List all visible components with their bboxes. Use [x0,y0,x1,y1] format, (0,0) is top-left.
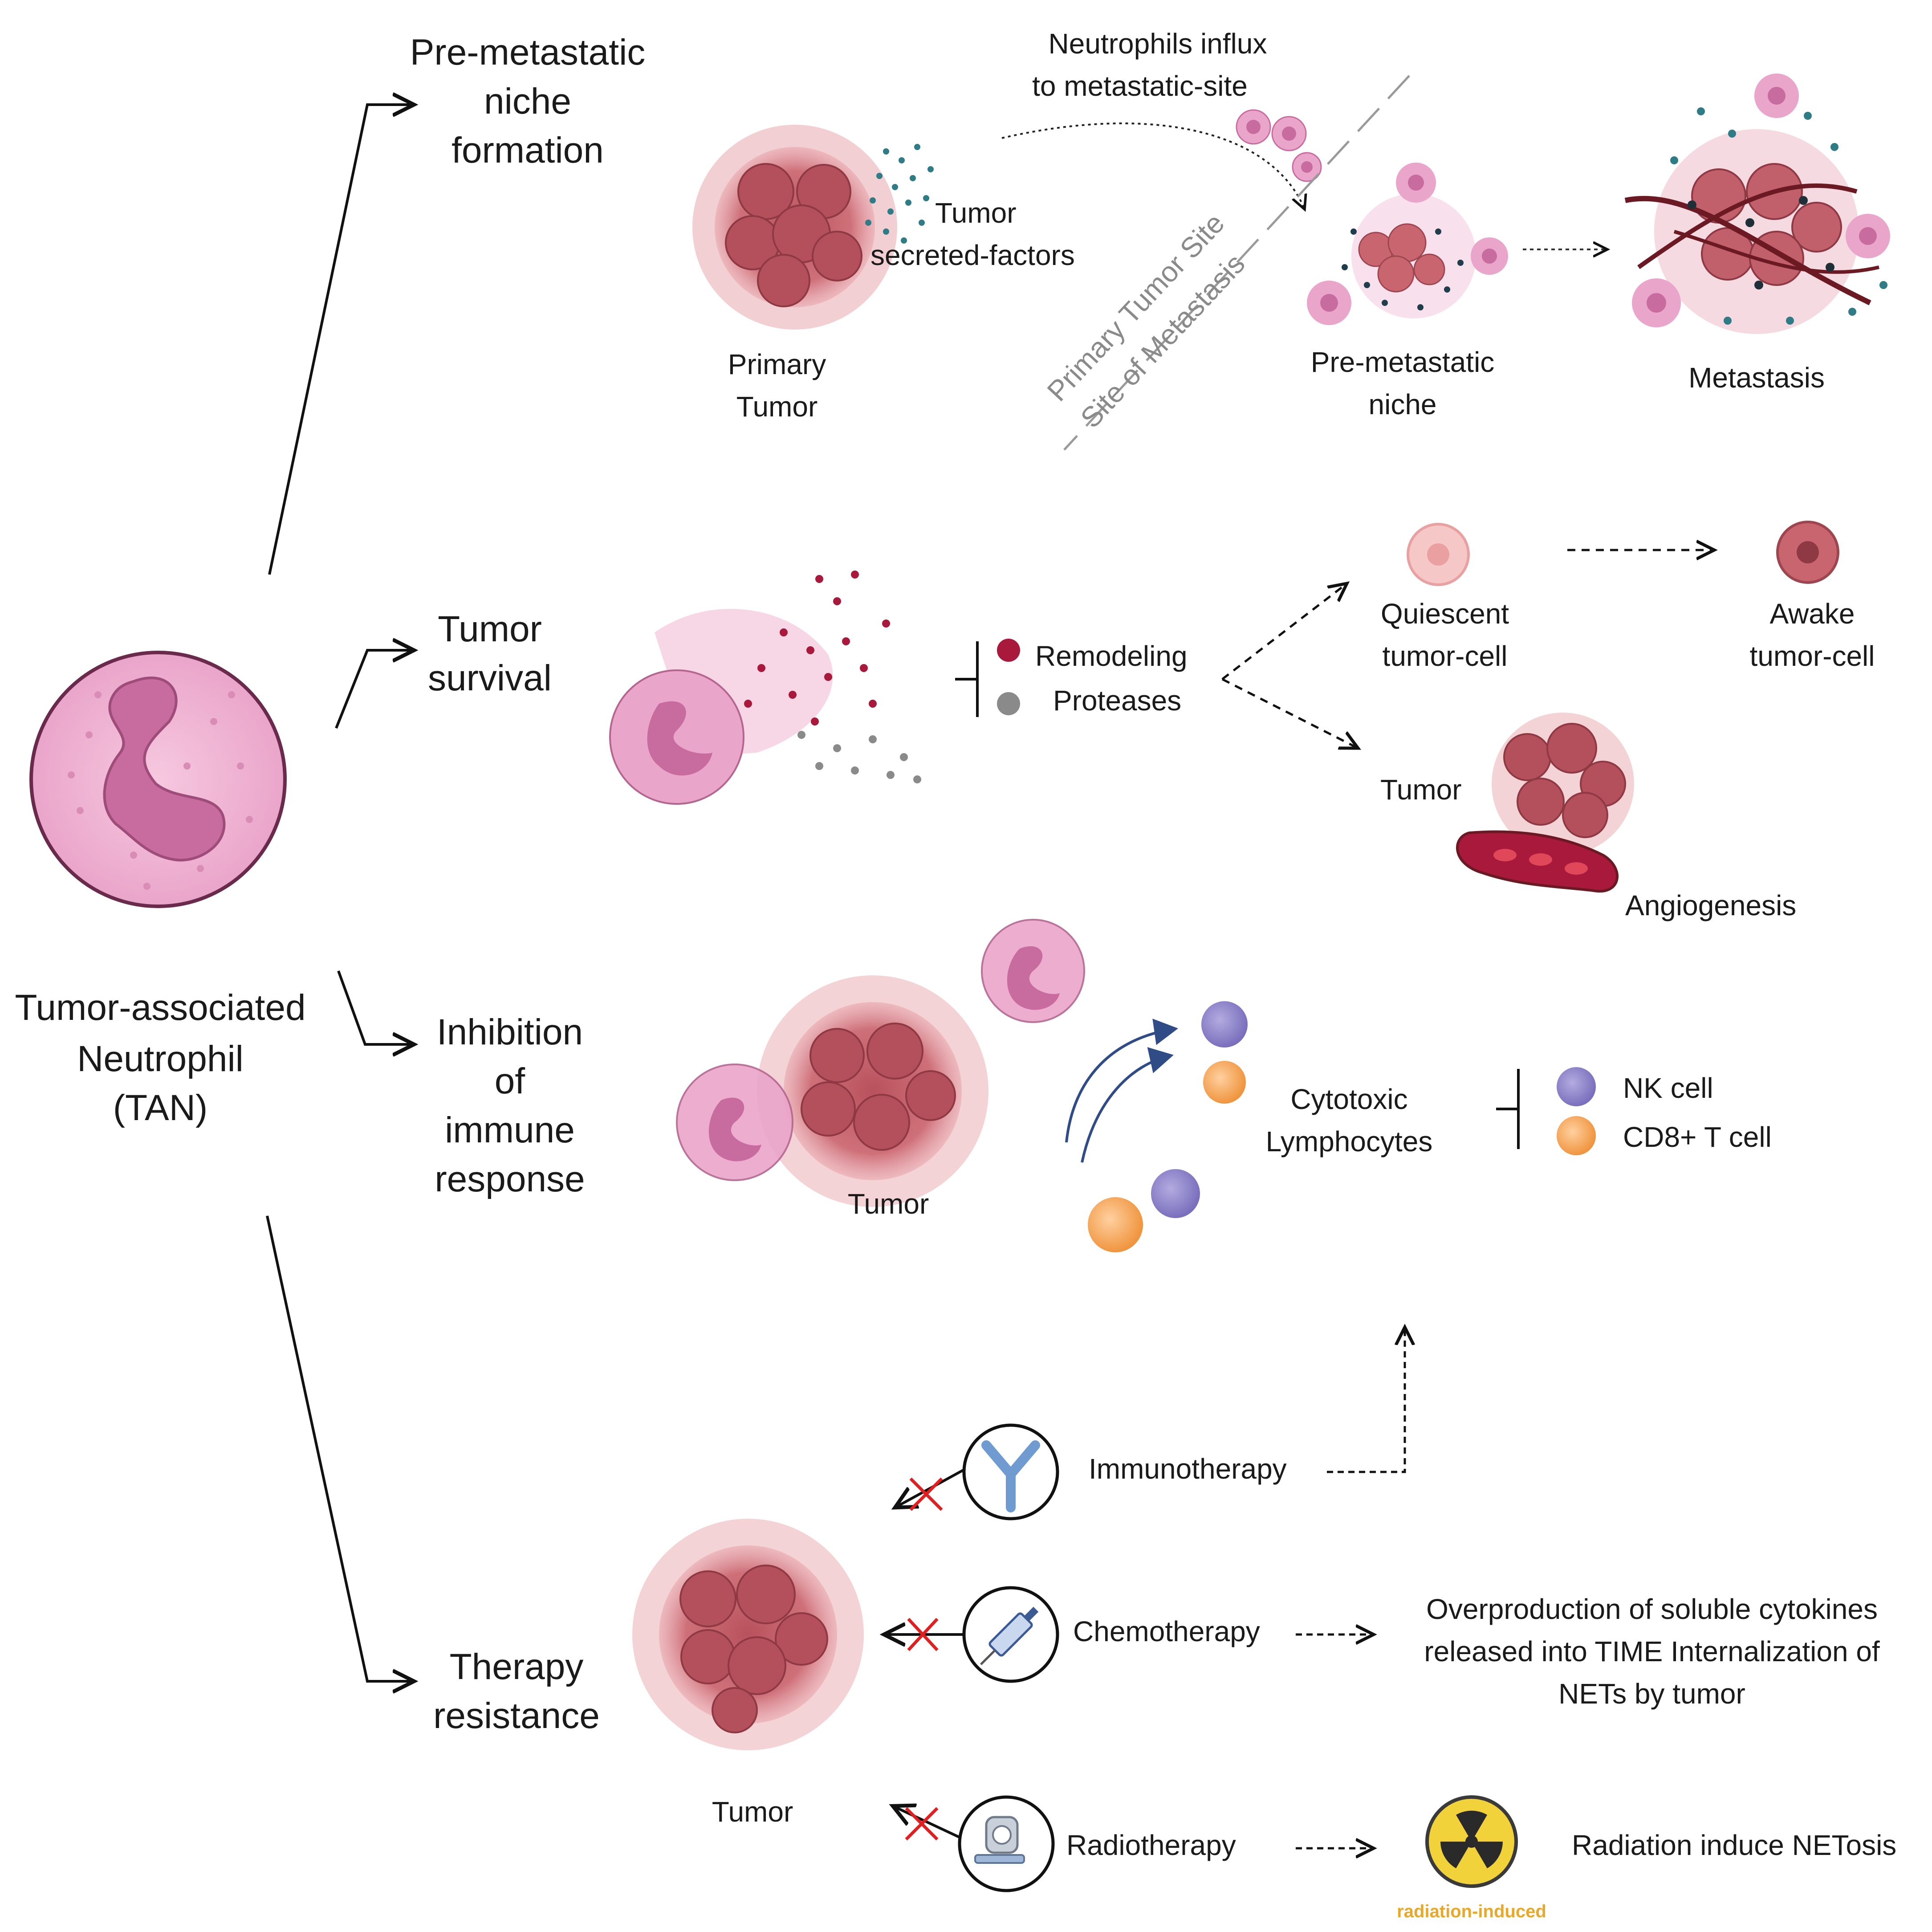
radiation-icon-caption: radiation-induced [1397,1902,1546,1921]
primary-tumor-label-1: Primary [728,348,826,380]
awake-cell [1776,521,1839,584]
cd8-cell-label: CD8+ T cell [1623,1121,1772,1153]
premetastatic-niche-illustration [1307,163,1508,325]
radiotherapy-label: Radiotherapy [1066,1829,1236,1861]
remodeling-protease-dots [744,571,921,783]
primary-tumor-label-2: Tumor [736,391,818,423]
metastasis-illustration [1624,73,1890,334]
secreted-factors-line-1: Tumor [935,197,1017,229]
neutrophil-cell-body [29,651,287,908]
branch-title-survival: Tumor survival [428,609,552,698]
immunotherapy-to-lymphocytes-arrow [1327,1327,1405,1473]
svg-text:niche: niche [484,81,571,122]
neutrophil-nucleus [103,677,226,862]
primary-tumor-illustration [692,125,897,330]
svg-text:Inhibition: Inhibition [437,1012,583,1052]
syringe-icon [962,1586,1059,1683]
neutrophil-granules [68,691,253,890]
connector-survival [335,650,414,729]
branch-title-inhibition: Inhibition of immune response [435,1012,585,1199]
niche-label-1: Pre-metastatic [1311,346,1495,378]
radiation-effect-label: Radiation induce NETosis [1572,1829,1896,1861]
awake-label-2: tumor-cell [1750,640,1875,672]
svg-text:response: response [435,1159,585,1199]
awake-label-1: Awake [1770,598,1855,630]
lymphocyte-arrow-2 [1081,1047,1174,1163]
chemo-effect-line-2: released into TIME Internalization of [1424,1635,1880,1667]
svg-text:of: of [495,1061,525,1101]
radiation-hazard-icon [1425,1795,1518,1888]
secreted-factor-dots [865,144,934,244]
central-neutrophil [29,651,287,908]
survival-split-arrows [1221,550,1714,748]
chemo-effect-line-1: Overproduction of soluble cytokines [1426,1593,1878,1625]
quiescent-label-1: Quiescent [1381,598,1509,630]
connector-premetastatic [268,105,414,575]
svg-text:Tumor: Tumor [438,609,542,649]
svg-text:immune: immune [445,1110,575,1150]
lymphocyte-inhibition-bracket [1496,1069,1520,1149]
therapy-tumor-illustration [632,1519,864,1750]
branch-title-therapy: Therapy resistance [433,1647,600,1736]
protease-legend-dot [997,692,1020,715]
inhibition-tumor-illustration [676,919,1085,1207]
central-label-line-3: (TAN) [113,1088,208,1128]
niche-label-2: niche [1369,388,1437,420]
svg-text:Therapy: Therapy [450,1647,584,1687]
branch-title-premetastatic: Pre-metastatic niche formation [410,32,646,171]
chemotherapy-blocked-arrow [884,1618,964,1651]
central-label-line-1: Tumor-associated [15,987,305,1028]
remodeling-label: Remodeling [1035,640,1188,672]
quiescent-cell [1407,523,1470,586]
remodeling-legend-dot [997,639,1020,662]
nk-cell-label: NK cell [1623,1072,1713,1104]
chemotherapy-label: Chemotherapy [1073,1615,1260,1647]
migrating-neutrophils [1236,109,1322,182]
immunotherapy-label: Immunotherapy [1089,1453,1287,1485]
connector-inhibition [337,970,414,1044]
radiotherapy-blocked-arrow [893,1806,965,1841]
cd8-cell-legend-icon [1557,1116,1596,1155]
quiescent-label-2: tumor-cell [1383,640,1508,672]
branch-connectors [266,105,414,1681]
svg-text:survival: survival [428,658,552,698]
therapy-tumor-label: Tumor [712,1796,793,1828]
lymphocyte-cells [1088,1001,1248,1252]
central-label-line-2: Neutrophil [77,1039,244,1079]
cytotoxic-label-1: Cytotoxic [1290,1083,1407,1115]
survival-neutrophil-illustration [609,609,833,805]
angiogenesis-label: Angiogenesis [1625,889,1796,921]
influx-label-2: to metastatic-site [1032,70,1248,102]
svg-text:Pre-metastatic: Pre-metastatic [410,32,646,73]
connector-therapy [266,1215,414,1681]
secreted-factors-line-2: secreted-factors [870,239,1075,271]
immunotherapy-blocked-arrow [895,1468,965,1511]
site-divider-line [1063,75,1410,451]
svg-text:resistance: resistance [433,1696,600,1736]
metastasis-label: Metastasis [1688,362,1825,394]
angiogenesis-illustration [1456,713,1634,893]
cytotoxic-label-2: Lymphocytes [1266,1125,1433,1158]
inhibition-tumor-label: Tumor [848,1188,929,1220]
proteases-label: Proteases [1053,685,1181,717]
chemo-effect-line-3: NETs by tumor [1558,1678,1745,1710]
protease-inhibition-bracket [955,641,979,717]
svg-text:formation: formation [451,130,604,171]
lymphocyte-arrow-1 [1065,1019,1178,1143]
influx-arrow [1001,122,1305,209]
influx-label-1: Neutrophils influx [1049,28,1267,60]
angiogenesis-tumor-label: Tumor [1380,774,1462,806]
nk-cell-legend-icon [1557,1067,1596,1106]
antibody-icon [962,1423,1059,1520]
radiotherapy-machine-icon [958,1795,1055,1892]
